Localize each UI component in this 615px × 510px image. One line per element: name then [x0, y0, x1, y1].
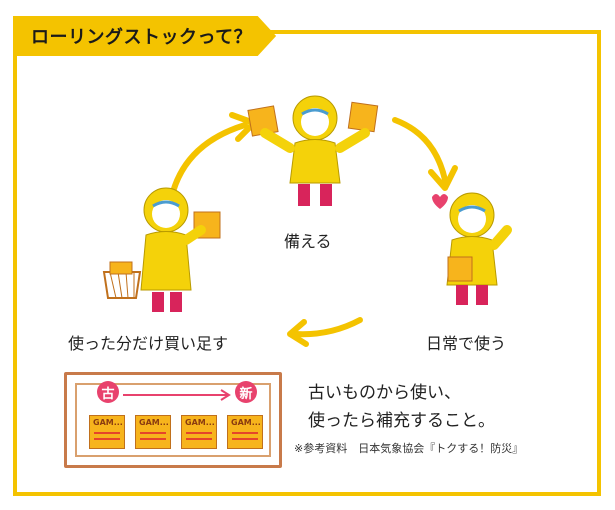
message-line-1: 古いものから使い、 [308, 383, 461, 403]
stock-box: GAM... [135, 415, 171, 449]
new-tag: 新 [235, 381, 257, 403]
arrow-top-right [392, 117, 458, 191]
old-to-new-arrow [123, 389, 231, 401]
stock-box: GAM... [181, 415, 217, 449]
step-daily-label: 日常で使う [426, 334, 507, 353]
step-prepare-label: 備える [284, 232, 332, 251]
figure-prepare [247, 95, 379, 206]
figure-daily [432, 192, 512, 305]
page-title: ローリングストックって？ [31, 27, 253, 48]
arrow-bottom [287, 317, 363, 347]
stock-shelf: 古 新 GAM... GAM... GAM... GAM... [64, 372, 282, 468]
shelf-inner [75, 383, 271, 457]
stock-box: GAM... [227, 415, 263, 449]
step-replenish-label: 使った分だけ買い足す [68, 334, 229, 353]
stock-box: GAM... [89, 415, 125, 449]
message-line-2: 使ったら補充すること。 [308, 411, 495, 431]
source-note: ※参考資料 日本気象協会『トクする！防災』 [294, 442, 524, 455]
old-tag: 古 [97, 381, 119, 403]
title-banner: ローリングストックって？ [13, 16, 277, 56]
figure-replenish [102, 187, 221, 312]
